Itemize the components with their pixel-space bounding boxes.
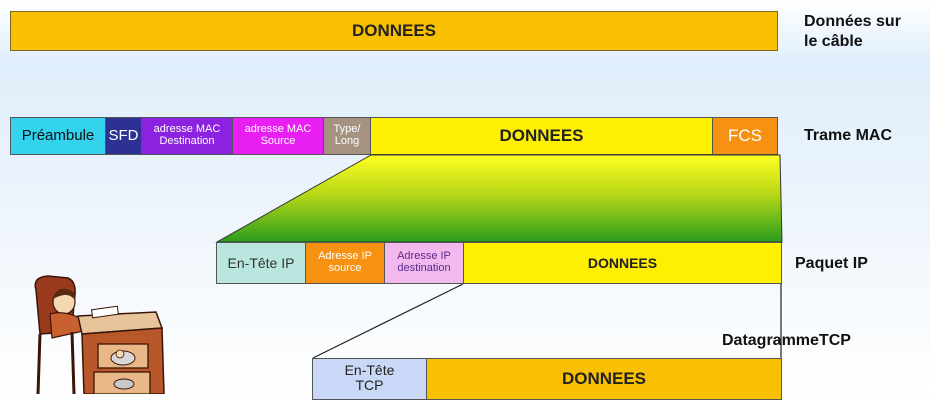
ip-destination-field: Adresse IP destination (384, 242, 464, 284)
mac-label: Trame MAC (804, 127, 893, 144)
cable-data-bar: DONNEES (10, 11, 778, 51)
office-worker-clipart-icon (34, 275, 165, 394)
mac-fcs-field: FCS (712, 117, 778, 155)
mac-preambule-field: Préambule (10, 117, 106, 155)
ip-source-field: Adresse IP source (305, 242, 385, 284)
mac-source-field: adresse MAC Source (232, 117, 324, 155)
tcp-header-field: En-Tête TCP (312, 358, 427, 400)
ip-data-field: DONNEES (463, 242, 782, 284)
ip-label: Paquet IP (795, 255, 868, 272)
mac-data-field: DONNEES (370, 117, 713, 155)
mac-sfd-field: SFD (105, 117, 142, 155)
mac-destination-field: adresse MAC Destination (141, 117, 233, 155)
cable-label: Données sur le câble (804, 13, 901, 50)
tcp-label: DatagrammeTCP (722, 332, 851, 349)
ip-header-field: En-Tête IP (216, 242, 306, 284)
